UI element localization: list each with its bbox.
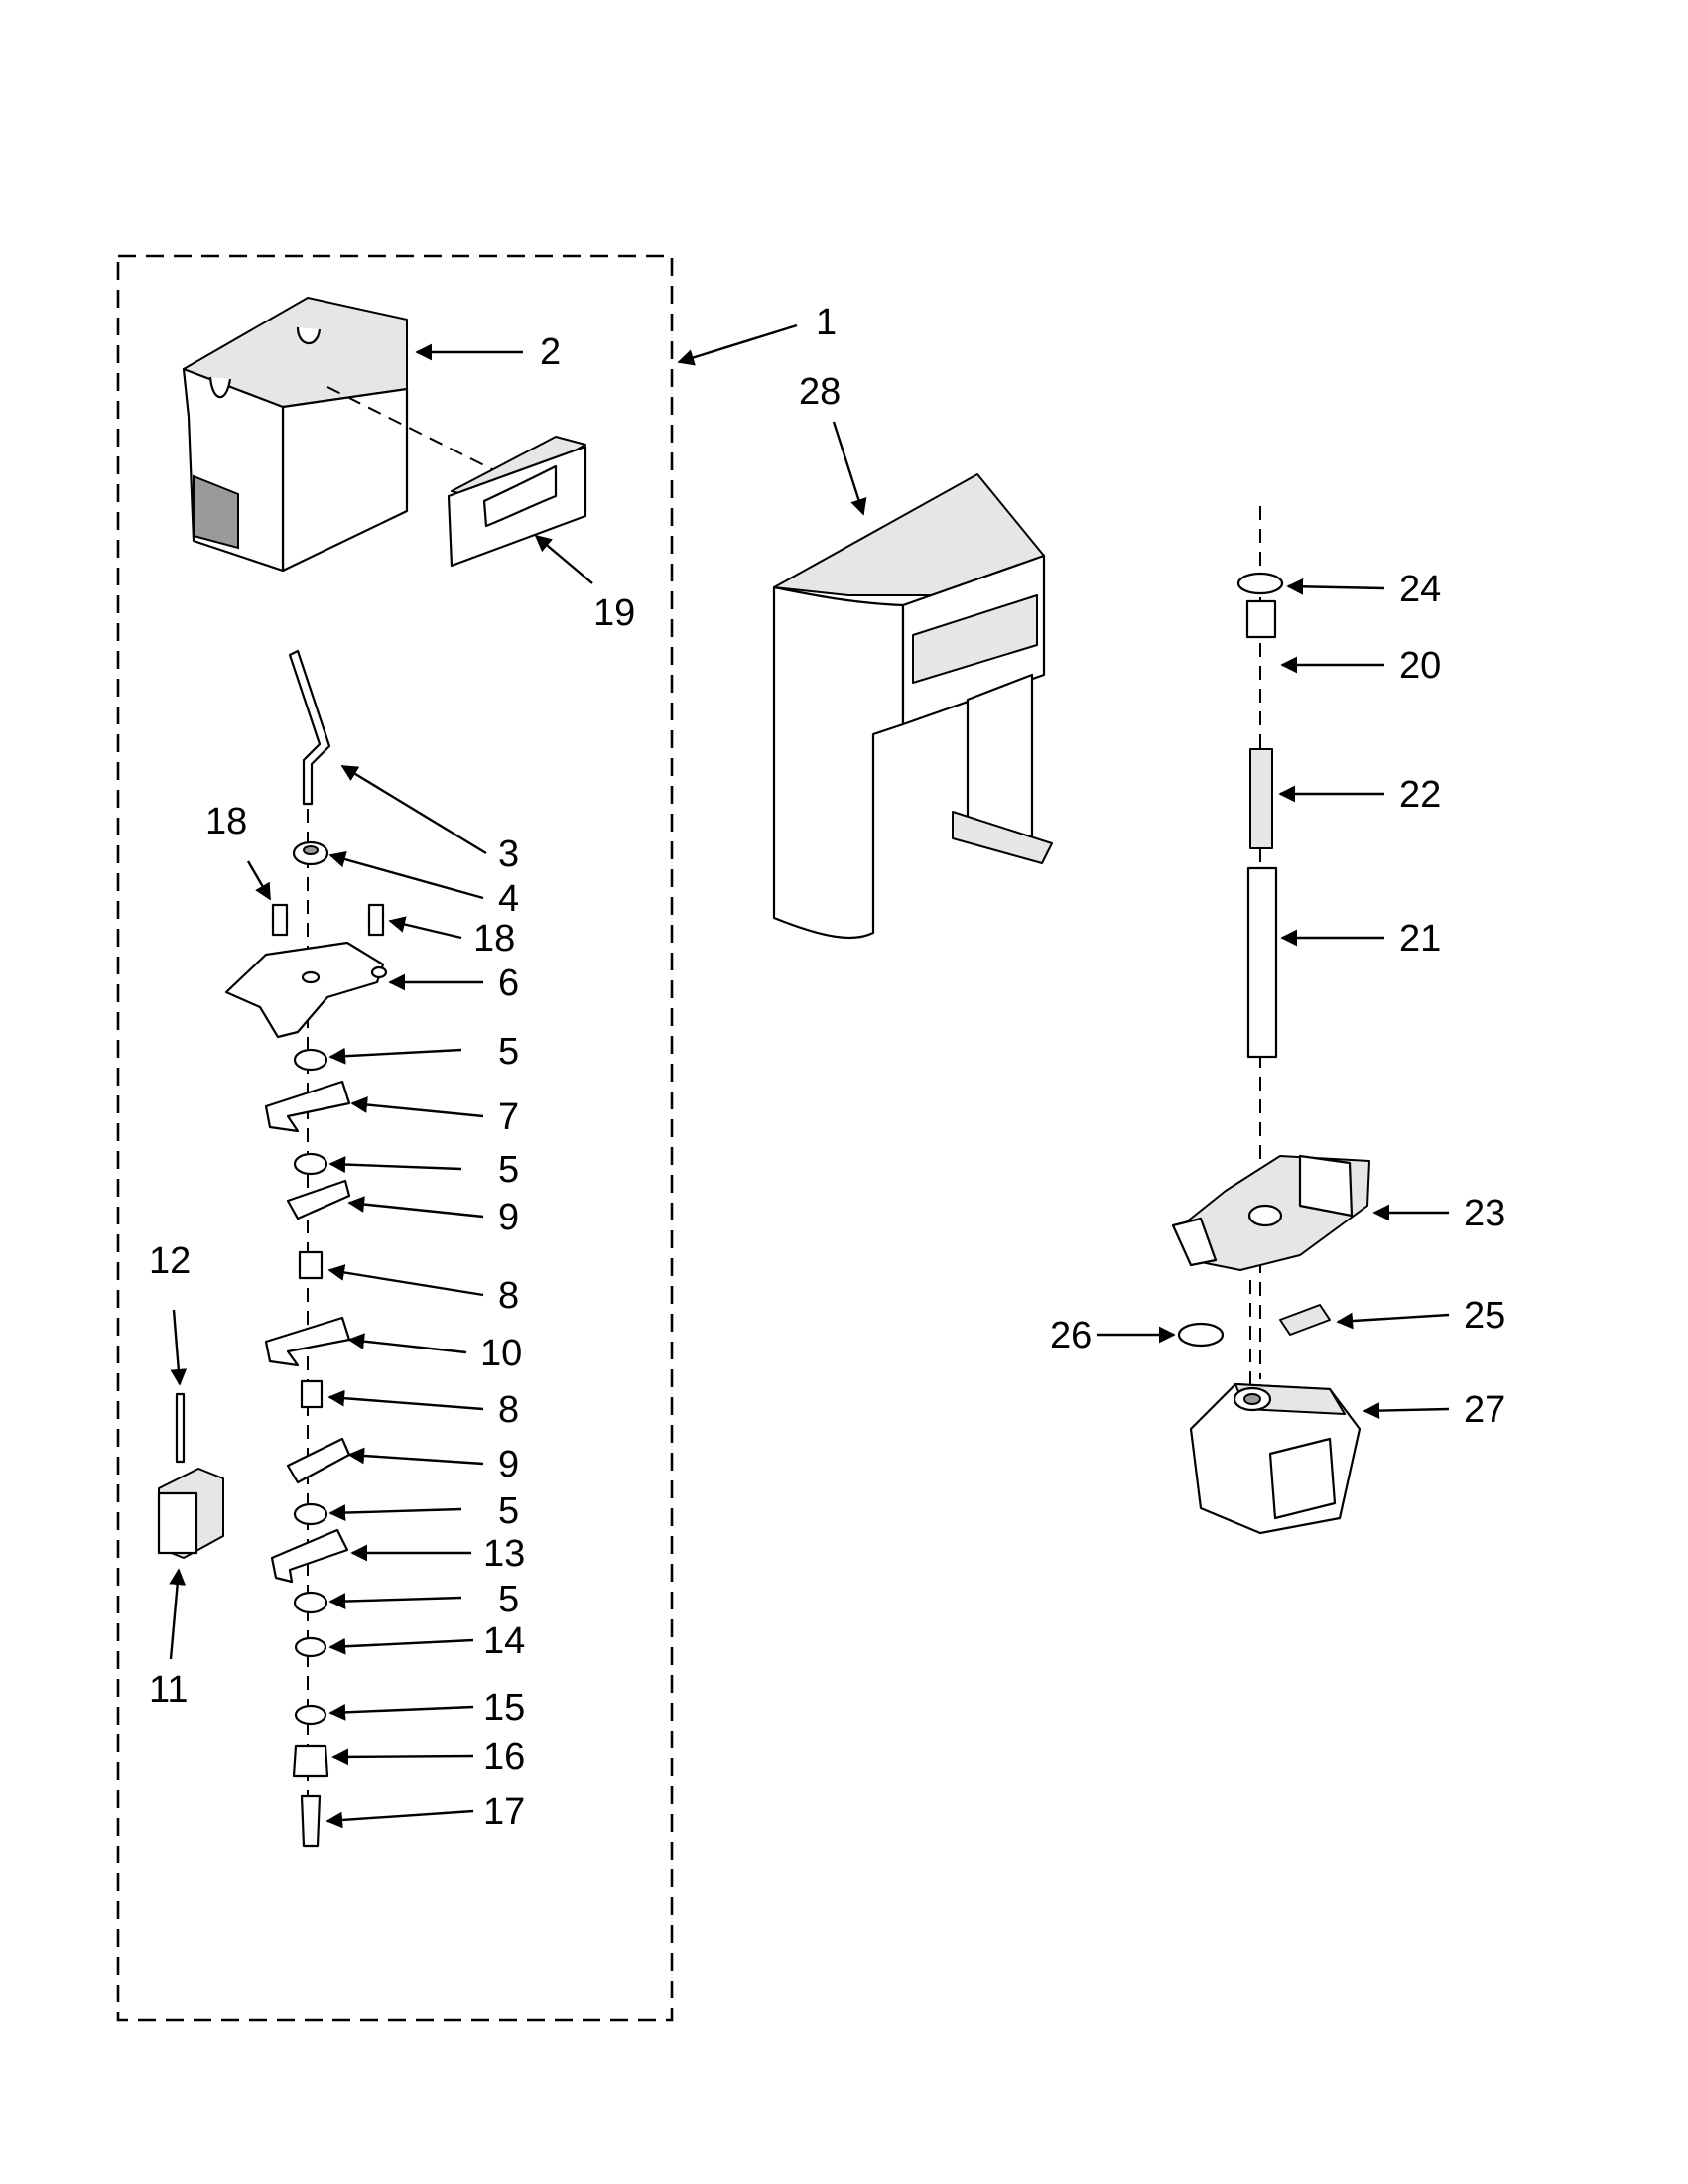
callout-20: 20 bbox=[1399, 645, 1441, 687]
callout-9a: 9 bbox=[498, 1197, 519, 1238]
callout-14: 14 bbox=[483, 1620, 525, 1662]
callout-9b: 9 bbox=[498, 1444, 519, 1485]
callout-5c: 5 bbox=[498, 1490, 519, 1532]
callout-18b: 18 bbox=[473, 918, 515, 960]
leader-lines bbox=[169, 323, 1450, 1829]
callout-11: 11 bbox=[149, 1669, 188, 1711]
callout-5a: 5 bbox=[498, 1031, 519, 1073]
callout-2: 2 bbox=[540, 331, 561, 373]
callout-10: 10 bbox=[480, 1333, 522, 1374]
gear-and-washer-part bbox=[1177, 1280, 1331, 1384]
callout-27: 27 bbox=[1464, 1389, 1505, 1431]
callout-12: 12 bbox=[149, 1240, 191, 1282]
callout-8a: 8 bbox=[498, 1275, 519, 1317]
gear-motor-part bbox=[1189, 1382, 1362, 1535]
callout-6: 6 bbox=[498, 963, 519, 1004]
callout-16: 16 bbox=[483, 1736, 525, 1778]
auger-rod-part bbox=[288, 649, 331, 1836]
callout-labels: 1 2 3 4 5 5 5 5 6 7 8 8 9 9 10 11 12 13 … bbox=[149, 302, 1505, 1833]
callout-28: 28 bbox=[799, 371, 841, 413]
hardware-stack bbox=[224, 840, 388, 1848]
callout-3: 3 bbox=[498, 834, 519, 875]
callout-21: 21 bbox=[1399, 918, 1441, 960]
callout-15: 15 bbox=[483, 1687, 525, 1729]
ice-bucket-part bbox=[182, 297, 507, 573]
callout-22: 22 bbox=[1399, 774, 1441, 816]
callout-13: 13 bbox=[483, 1533, 525, 1575]
callout-5b: 5 bbox=[498, 1149, 519, 1191]
callout-18a: 18 bbox=[205, 801, 247, 842]
assembly-frame bbox=[116, 254, 674, 2022]
callout-23: 23 bbox=[1464, 1193, 1505, 1234]
callout-24: 24 bbox=[1399, 569, 1441, 610]
motor-mount-part bbox=[157, 1392, 224, 1559]
callout-19: 19 bbox=[593, 592, 635, 634]
callout-4: 4 bbox=[498, 878, 519, 920]
callout-8b: 8 bbox=[498, 1389, 519, 1431]
callout-17: 17 bbox=[483, 1791, 525, 1833]
callout-1: 1 bbox=[816, 302, 837, 343]
callout-5d: 5 bbox=[498, 1579, 519, 1620]
callout-26: 26 bbox=[1050, 1315, 1092, 1356]
callout-25: 25 bbox=[1464, 1295, 1505, 1337]
callout-7: 7 bbox=[498, 1096, 519, 1138]
bucket-front-part bbox=[447, 436, 587, 568]
motor-bracket-part bbox=[1171, 1154, 1370, 1271]
shaft-stack-part bbox=[1236, 506, 1284, 1379]
dispenser-housing-part bbox=[772, 473, 1053, 940]
